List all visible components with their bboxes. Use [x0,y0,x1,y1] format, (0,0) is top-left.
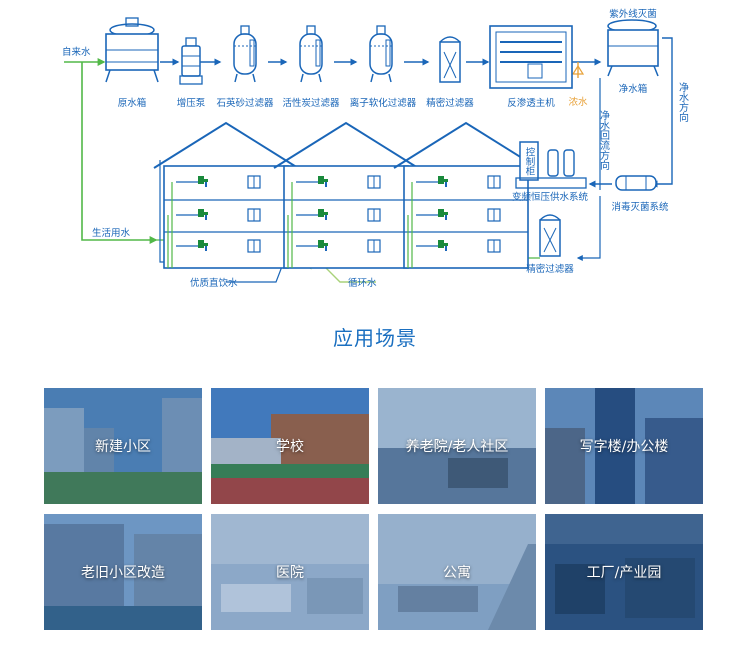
disinfection-icon [615,175,657,191]
office-tower-photo [545,388,703,504]
label-vfd-supply: 变频恒压供水系统 [512,191,589,203]
label-precision-filter: 精密过滤器 [426,97,474,109]
precision-filter-icon [439,36,461,83]
school-photo [211,388,369,504]
label-raw-tank: 原水箱 [118,97,147,109]
residential-complex-photo [44,388,202,504]
label-tap-water: 自来水 [62,46,91,58]
label-control-cabinet: 控制柜 [524,146,536,176]
label-concentrate: 浓水 [568,96,588,108]
card-old-community[interactable]: 老旧小区改造 [44,514,202,630]
label-return-direction: 净水回流方向 [598,109,610,170]
card-school[interactable]: 学校 [211,388,369,504]
water-treatment-diagram: 自来水 原水箱 增压泵 石英砂过滤器 活性炭过滤器 离子软化过滤器 精密过滤器 … [62,8,689,289]
label-circulating-water: 循环水 [348,277,377,289]
label-domestic-water: 生活用水 [92,227,131,239]
old-community-photo [44,514,202,630]
card-nursing-home[interactable]: 养老院/老人社区 [378,388,536,504]
hospital-photo [211,514,369,630]
apartment-photo [378,514,536,630]
label-precision-filter-2: 精密过滤器 [526,263,574,275]
card-label: 老旧小区改造 [81,565,165,581]
nursing-home-photo [378,388,536,504]
label-clean-tank: 净水箱 [619,83,648,95]
vfd-supply-icon [515,141,587,189]
precision-filter-2-icon [539,214,561,257]
label-quartz-filter: 石英砂过滤器 [216,97,274,109]
card-apartment[interactable]: 公寓 [378,514,536,630]
card-label: 养老院/老人社区 [405,439,509,455]
card-office[interactable]: 写字楼/办公楼 [545,388,703,504]
label-booster-pump: 增压泵 [177,97,206,109]
label-uv: 紫外线灭菌 [609,8,657,20]
factory-photo [545,514,703,630]
card-label: 学校 [276,439,304,455]
label-softener: 离子软化过滤器 [350,97,417,109]
card-label: 公寓 [443,565,471,581]
label-disinfection: 消毒灭菌系统 [611,201,669,213]
label-ro-unit: 反渗透主机 [507,97,555,109]
section-title: 应用场景 [333,326,417,350]
card-new-community[interactable]: 新建小区 [44,388,202,504]
label-drinking-water: 优质直饮水 [190,277,238,289]
card-label: 写字楼/办公楼 [579,439,669,455]
booster-pump-icon [179,37,203,85]
card-hospital[interactable]: 医院 [211,514,369,630]
card-factory[interactable]: 工厂/产业园 [545,514,703,630]
scenario-grid: 新建小区 学校 养老院/老人社区 写字楼/办公楼 [44,388,704,632]
label-carbon-filter: 活性炭过滤器 [282,97,340,109]
card-label: 新建小区 [95,439,151,455]
card-label: 工厂/产业园 [586,565,662,581]
softener-icon [369,25,393,83]
label-clean-direction: 净水方向 [677,81,689,122]
clean-water-tank-icon [607,19,659,77]
raw-water-tank-icon [105,17,159,83]
carbon-filter-icon [299,25,323,83]
card-label: 医院 [276,565,304,581]
quartz-filter-icon [233,25,257,83]
ro-unit-icon [489,25,573,89]
